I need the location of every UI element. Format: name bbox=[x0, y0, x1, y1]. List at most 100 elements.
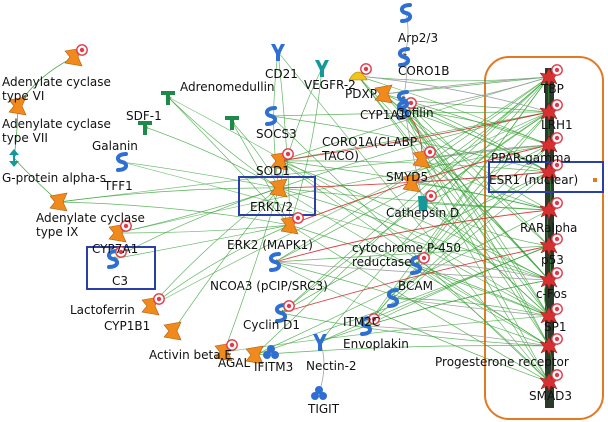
node-tbp-icon[interactable] bbox=[539, 64, 563, 87]
label-ncoa3: NCOA3 (pCIP/SRC3) bbox=[210, 279, 328, 293]
node-envoplakin-icon[interactable] bbox=[359, 313, 380, 336]
label-vegfr2: VEGFR-2 bbox=[304, 78, 356, 92]
lactoferrin-target-badge-icon bbox=[153, 293, 165, 305]
node-smyd5-icon[interactable] bbox=[412, 146, 436, 169]
node-cfos-icon[interactable] bbox=[539, 267, 563, 290]
edge-cfos-nectin2 bbox=[319, 279, 550, 343]
node-smad3-icon[interactable] bbox=[539, 369, 563, 392]
label-cd21: CD21 bbox=[265, 67, 298, 81]
edge-erk12-c3 bbox=[112, 187, 280, 260]
node-cyp7a1-icon[interactable] bbox=[108, 220, 132, 243]
esr1-target-badge-icon bbox=[551, 159, 563, 171]
node-ppar-icon[interactable] bbox=[539, 132, 563, 155]
edge-p53-agal bbox=[254, 245, 550, 356]
icons-layer bbox=[8, 3, 563, 400]
node-cytp450-icon[interactable] bbox=[418, 190, 437, 211]
edge-sp1-activin bbox=[223, 315, 550, 354]
node-socs3-icon[interactable] bbox=[264, 106, 278, 126]
tbp-target-badge-icon bbox=[551, 64, 563, 76]
node-coro1b-icon[interactable] bbox=[397, 47, 411, 67]
node-adenylate-vii-icon[interactable] bbox=[8, 96, 27, 116]
lrh1-target-badge-icon bbox=[551, 99, 563, 111]
label-cofilin: Cofilin bbox=[396, 106, 434, 120]
edge-erk12-vegfr2 bbox=[278, 67, 323, 189]
edge-erk12-sdf1 bbox=[167, 96, 280, 189]
node-g-protein-icon[interactable] bbox=[9, 149, 19, 167]
edge-p53-cofilin bbox=[402, 99, 550, 247]
node-arp23-icon[interactable] bbox=[399, 3, 413, 23]
label-cyp1b1: CYP1B1 bbox=[104, 319, 150, 333]
node-sdf1-icon[interactable] bbox=[161, 91, 175, 105]
label-smad3: SMAD3 bbox=[529, 389, 572, 403]
node-cd21-icon[interactable] bbox=[271, 44, 285, 61]
label-bcam: BCAM bbox=[398, 279, 433, 293]
node-lrh1-icon[interactable] bbox=[539, 99, 563, 122]
label-itm2c: ITM2C bbox=[343, 315, 380, 329]
highlight-box-erk12[interactable] bbox=[238, 176, 316, 216]
node-raralpha-icon[interactable] bbox=[539, 197, 563, 220]
envoplakin-target-badge-icon bbox=[368, 313, 380, 325]
edge-sod1-lrh1 bbox=[279, 110, 550, 162]
node-vegfr2-icon[interactable] bbox=[315, 60, 329, 77]
edge-itm2c-sp1 bbox=[392, 297, 550, 318]
edge-p53-ncoa3 bbox=[274, 245, 550, 264]
node-nectin2-icon[interactable] bbox=[313, 334, 327, 351]
node-adrenomedullin-icon[interactable] bbox=[225, 116, 239, 130]
label-tff1: TFF1 bbox=[103, 179, 133, 193]
edge-erk2-vegfr2 bbox=[289, 67, 324, 226]
label-coro1b: CORO1B bbox=[398, 64, 449, 78]
label-esr1: ESR1 (nuclear) bbox=[489, 173, 578, 187]
node-sp1-icon[interactable] bbox=[539, 303, 563, 326]
label-adrenomedullin: Adrenomedullin bbox=[180, 80, 275, 94]
node-itm2c-icon[interactable] bbox=[386, 288, 400, 308]
node-c3-icon[interactable] bbox=[106, 246, 127, 269]
node-esr1-icon[interactable] bbox=[539, 159, 563, 182]
node-ifitm3-icon[interactable] bbox=[263, 345, 279, 359]
edge-lrh1-socs3 bbox=[270, 111, 550, 118]
label-ifitm3: IFITM3 bbox=[254, 360, 293, 374]
edge-sp1-cofilin bbox=[402, 99, 550, 317]
node-cyp1b1-icon[interactable] bbox=[163, 321, 182, 341]
edge-erk2-adenylate_ix bbox=[58, 200, 291, 226]
node-bcam-icon[interactable] bbox=[409, 252, 430, 275]
node-ncoa3-icon[interactable] bbox=[268, 252, 282, 272]
node-cyp1a1-icon[interactable] bbox=[374, 84, 393, 104]
edge-sp1-cytp450 bbox=[422, 202, 550, 317]
node-tigit-icon[interactable] bbox=[311, 386, 327, 400]
node-adenylate-ix-icon[interactable] bbox=[49, 192, 68, 212]
node-lactoferrin-icon[interactable] bbox=[141, 293, 165, 316]
edge-ppar-pdxp bbox=[357, 75, 550, 146]
node-erk12-icon[interactable] bbox=[269, 178, 288, 198]
c3-target-badge-icon bbox=[115, 246, 127, 258]
node-activin-icon[interactable] bbox=[214, 339, 238, 362]
label-arp23: Arp2/3 bbox=[398, 31, 438, 45]
label-sp1: SP1 bbox=[544, 320, 567, 334]
edge-tbp-cyclind1 bbox=[280, 76, 550, 314]
edge-erk12-lactoferrin bbox=[150, 187, 280, 307]
edge-esr1-cyclind1 bbox=[280, 171, 550, 314]
node-tff1-icon[interactable] bbox=[115, 152, 129, 172]
node-cathepsin-icon[interactable] bbox=[402, 173, 421, 193]
node-sod1-icon[interactable] bbox=[270, 148, 294, 171]
highlight-box-esr1[interactable] bbox=[488, 161, 604, 193]
label-agal: AGAL bbox=[218, 356, 251, 370]
node-agal-icon[interactable] bbox=[245, 345, 264, 365]
node-adenylate-vi-icon[interactable] bbox=[64, 44, 88, 67]
node-p53-icon[interactable] bbox=[539, 233, 563, 256]
node-cyclind1-icon[interactable] bbox=[274, 300, 295, 323]
cytp450-target-badge-icon bbox=[425, 190, 437, 202]
node-cofilin-icon[interactable] bbox=[396, 90, 410, 110]
node-galanin-icon[interactable] bbox=[138, 121, 152, 135]
node-erk2-icon[interactable] bbox=[280, 212, 304, 235]
node-pdxp-icon[interactable] bbox=[348, 63, 372, 81]
smyd5-target-badge-icon bbox=[424, 146, 436, 158]
edge-pr-cyclind1 bbox=[280, 311, 550, 347]
label-ppar: PPAR-gamma bbox=[491, 151, 571, 165]
node-pr-icon[interactable] bbox=[539, 333, 563, 356]
label-envoplakin: Envoplakin bbox=[343, 337, 409, 351]
edge-arp23-coro1b bbox=[403, 12, 409, 58]
edge-cfos-tff1 bbox=[121, 161, 550, 281]
